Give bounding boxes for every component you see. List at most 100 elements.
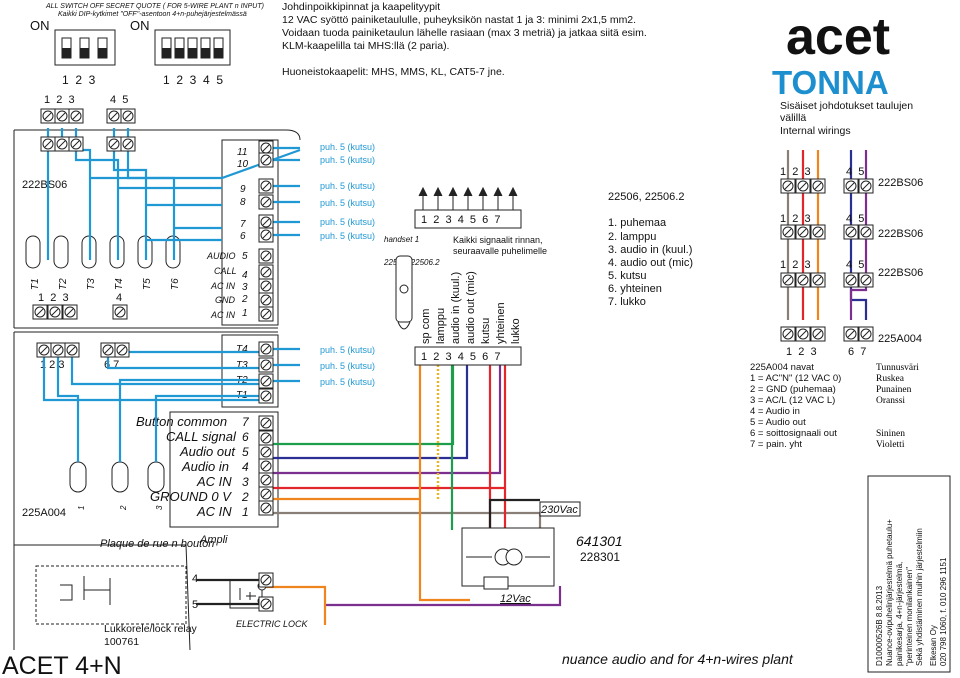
screw-terminal [810, 326, 826, 342]
screw-terminal [40, 136, 56, 152]
audio-label: GND [215, 295, 236, 305]
supply-wire [488, 498, 540, 516]
t-labels: T1 T2 T3 T4 T5 T6 [30, 278, 181, 290]
screw-terminal [106, 108, 122, 124]
legend-225-item: 3 = AC/L (12 VAC L) [750, 395, 835, 406]
screw-terminal [780, 272, 796, 288]
screw-terminal [32, 304, 48, 320]
screw-terminal [843, 224, 859, 240]
screw-terminal [258, 140, 274, 156]
internal-board: 222BS06 [878, 228, 923, 240]
legend-225-title: 225A004 navat [750, 362, 814, 373]
phone-legend: 22506, 22506.2 1. puhemaa 2. lamppu 3. a… [608, 191, 693, 308]
screw-terminal [62, 304, 78, 320]
dip-left-numbers: 1 2 3 [62, 73, 96, 87]
strip-number: 9 [240, 184, 246, 195]
audio-num: 2 [241, 294, 248, 305]
puh-label: puh. 5 (kutsu) [320, 198, 375, 208]
model-title: ACET 4+N [2, 652, 122, 678]
internal-board: 222BS06 [878, 177, 923, 189]
signal-label: lamppu [435, 308, 447, 344]
top-terminal-numbers-b: 4 5 [110, 94, 128, 106]
legend-item: 2. lamppu [608, 231, 656, 243]
screw-terminal [50, 342, 66, 358]
signal-label: yhteinen [495, 302, 507, 344]
strip-number: 8 [240, 197, 246, 208]
puh-label: puh. 5 (kutsu) [320, 345, 375, 355]
legend-225-item: 6 = soittosignaali out [750, 428, 837, 439]
ampli-line: AC IN [196, 474, 232, 489]
screw-terminal [258, 373, 274, 389]
screw-terminal [858, 272, 874, 288]
transformer-code: 641301 [576, 533, 623, 549]
legend-item: 5. kutsu [608, 270, 647, 282]
call-wire [56, 350, 80, 462]
info-line: Voidaan tuoda painiketaulun lähelle rasi… [282, 27, 647, 39]
push-button [25, 235, 41, 269]
strip-number: 7 [240, 219, 246, 230]
t-label: T3 [86, 278, 97, 290]
internal-bottom-nums: 1 2 3 [786, 346, 817, 358]
screw-terminal [858, 178, 874, 194]
legend-225a004: 225A004 navat 1 = AC"N" (12 VAC 0) 2 = G… [750, 362, 919, 450]
screw-terminal [810, 224, 826, 240]
ampli-line: Audio in [181, 459, 229, 474]
screw-terminal [68, 108, 84, 124]
switch-note-1: ALL SWITCH OFF SECRET QUOTE ( FOR 5-WIRE… [45, 3, 264, 10]
ampli-label: Ampli [199, 534, 228, 546]
call-wire [42, 350, 266, 402]
plaque-label: Plaque de rue n bouton [100, 538, 214, 550]
screw-terminal [810, 272, 826, 288]
legend-item: 6. yhteinen [608, 283, 662, 295]
ampli-line: Button common [136, 414, 227, 429]
title-block-line: Sekä yhdistäminen muihin järjestelmiin [915, 528, 924, 666]
internal-title-2: välillä [780, 112, 806, 124]
screw-terminal [120, 108, 136, 124]
screw-terminal [258, 415, 274, 431]
brand-acet: acet [786, 8, 890, 66]
title-block-line: 020 798 1060, f. 010 296 1151 [939, 557, 948, 666]
screw-terminal [47, 304, 63, 320]
strip-number: 11 [237, 147, 247, 158]
screw-terminal [858, 326, 874, 342]
screw-terminal [54, 136, 70, 152]
screw-terminal [258, 194, 274, 210]
screw-terminal [258, 357, 274, 373]
audio-num: 1 [242, 308, 248, 319]
title-block-line: "perinteinen monilankainen" [905, 567, 914, 666]
on-label-right: ON [130, 18, 150, 33]
ampli-num: 1 [242, 505, 249, 519]
terminal-row-top: 1 2 3 4 5 [44, 94, 128, 106]
ampli-num: 7 [242, 415, 250, 429]
board-outline-top [14, 129, 301, 141]
vac12-label: 12Vac [500, 593, 531, 605]
legend-225-item: 7 = pain. yht [750, 439, 802, 450]
audio-num: 4 [242, 270, 248, 281]
screw-terminal [68, 136, 84, 152]
call-wire [154, 394, 266, 462]
screw-terminal [258, 500, 274, 516]
internal-term-nums: 1 2 3 [780, 166, 811, 178]
info-line: 12 VAC syöttö painiketaululle, puheyksik… [282, 14, 636, 26]
low-terminal-number-4: 4 [116, 292, 122, 304]
legend-225-color-title: Tunnusväri [876, 363, 919, 373]
t-right-label: T3 [236, 360, 248, 371]
ampli-num: 4 [242, 460, 249, 474]
legend-item: 3. audio in (kuul.) [608, 244, 692, 256]
handset-label: handset 1 [384, 235, 419, 244]
signal-label: audio in (kuul.) [450, 272, 462, 344]
info-line: KLM-kaapelilla tai MHS:llä (2 paria). [282, 40, 449, 52]
internal-wiring: Sisäiset johdotukset taulujen välillä In… [780, 100, 923, 358]
strip-number: 10 [237, 159, 249, 170]
screw-terminal [258, 152, 274, 168]
title-block-line: Nuance-ovipuhelinjärjestelmä puhetaulu+ [885, 519, 894, 666]
t-label: T4 [114, 278, 125, 290]
t-label: T5 [142, 278, 153, 290]
screw-terminal [843, 326, 859, 342]
strip-numbers: 11 10 9 8 7 6 [237, 147, 249, 242]
relay-num: 4 [192, 573, 198, 585]
screw-terminal [795, 272, 811, 288]
footer-caption: nuance audio and for 4+n-wires plant [562, 651, 794, 667]
transformer: 230Vac 12Vac 641301 228301 [461, 501, 623, 605]
puh-label: puh. 5 (kutsu) [320, 231, 375, 241]
